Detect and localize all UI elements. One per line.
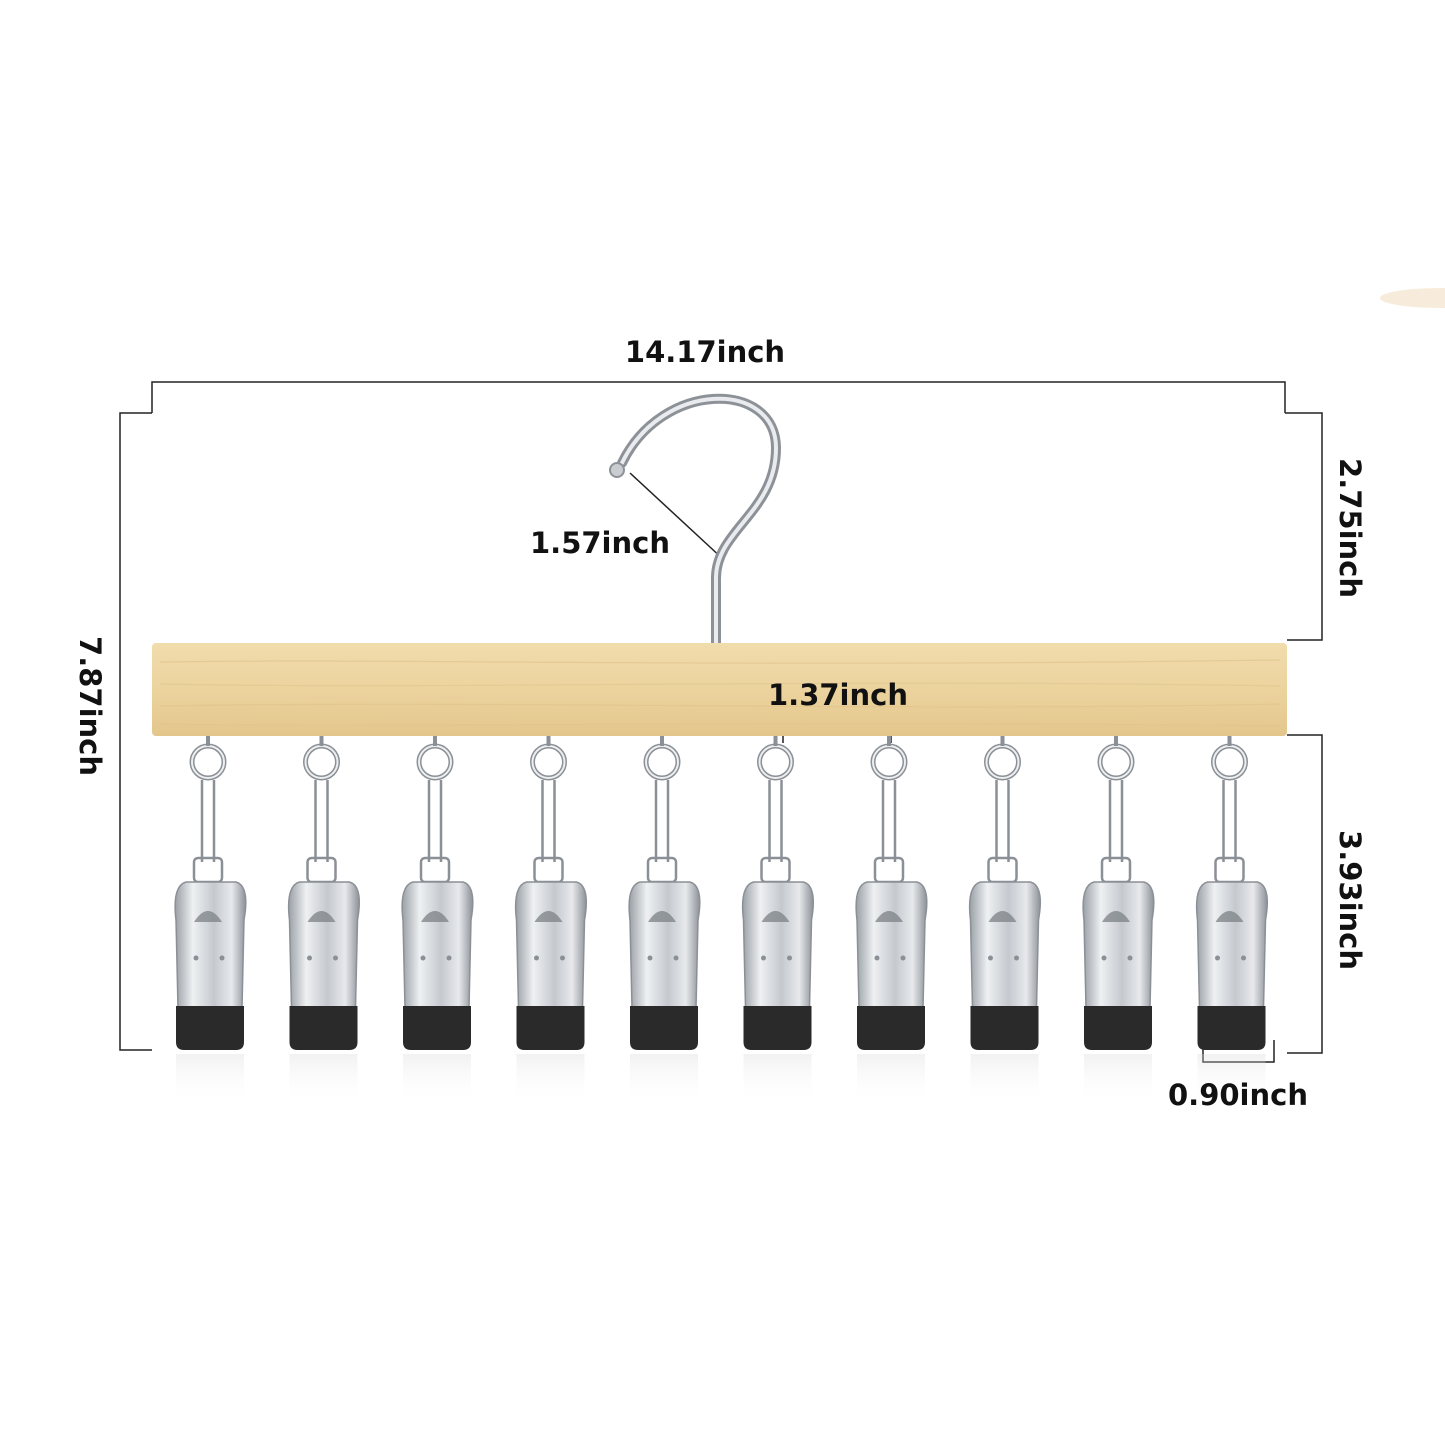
clip-wire xyxy=(427,780,443,862)
overall-height-line xyxy=(119,412,152,1051)
clip-body xyxy=(287,881,360,1009)
clip-reflection xyxy=(1084,1054,1152,1106)
clip-width-label: 0.90inch xyxy=(1168,1078,1308,1112)
clip-wire xyxy=(1222,780,1237,862)
clip-reflection xyxy=(403,1054,471,1106)
clip-wire xyxy=(881,780,897,862)
clip-body xyxy=(628,881,701,1009)
clip-reflection xyxy=(630,1054,698,1106)
hook-diameter-line xyxy=(629,472,725,561)
clip xyxy=(628,736,701,1106)
clip-reflection xyxy=(516,1054,585,1106)
clip-rubber-tip xyxy=(630,1006,698,1050)
clip-reflection xyxy=(857,1054,925,1106)
clip-body xyxy=(1195,881,1268,1009)
clip-rubber-tip xyxy=(403,1006,471,1050)
overall-width-line xyxy=(151,381,1286,413)
clip-wire xyxy=(995,780,1010,862)
background-blur xyxy=(1380,288,1445,308)
clip-reflection xyxy=(289,1054,358,1106)
clip-group xyxy=(174,736,1268,1106)
clip xyxy=(968,736,1041,1106)
clip xyxy=(287,736,360,1106)
clip-spacing-label: 1.37inch xyxy=(768,678,908,712)
clip-reflection xyxy=(1197,1054,1266,1106)
clip-body xyxy=(174,881,247,1009)
clip xyxy=(741,736,814,1106)
hook-diameter-label: 1.57inch xyxy=(530,526,670,560)
clip-wire xyxy=(654,780,670,862)
clip-length-line xyxy=(1287,734,1323,1054)
clip-body xyxy=(1082,881,1155,1009)
clip xyxy=(1082,736,1155,1106)
clip xyxy=(1195,736,1268,1106)
clip-body xyxy=(855,881,928,1009)
clip-rubber-tip xyxy=(857,1006,925,1050)
clip-reflection xyxy=(176,1054,244,1106)
clip-wire xyxy=(314,780,329,862)
hanger-hook xyxy=(609,393,782,648)
clip-rubber-tip xyxy=(289,1006,358,1050)
clip-rubber-tip xyxy=(516,1006,585,1050)
wooden-bar xyxy=(152,643,1287,736)
clip-rubber-tip xyxy=(743,1006,812,1050)
overall-height-label: 7.87inch xyxy=(73,636,107,776)
hook-height-line xyxy=(1285,412,1323,641)
clip-reflection xyxy=(743,1054,812,1106)
clip-wire xyxy=(200,780,216,862)
clip-rubber-tip xyxy=(1084,1006,1152,1050)
overall-width-label: 14.17inch xyxy=(625,335,785,369)
clip xyxy=(855,736,928,1106)
clip-body xyxy=(741,881,814,1009)
clip-body xyxy=(968,881,1041,1009)
clip-body xyxy=(401,881,474,1009)
clip-length-label: 3.93inch xyxy=(1333,830,1367,970)
clip xyxy=(174,736,247,1106)
clip-reflection xyxy=(970,1054,1039,1106)
clip-rubber-tip xyxy=(970,1006,1039,1050)
hook-height-label: 2.75inch xyxy=(1333,458,1367,598)
clip-rubber-tip xyxy=(1197,1006,1266,1050)
clip xyxy=(401,736,474,1106)
clip xyxy=(514,736,587,1106)
clip-body xyxy=(514,881,587,1009)
clip-wire xyxy=(768,780,783,862)
clip-wire xyxy=(1108,780,1124,862)
clip-wire xyxy=(541,780,556,862)
clip-rubber-tip xyxy=(176,1006,244,1050)
